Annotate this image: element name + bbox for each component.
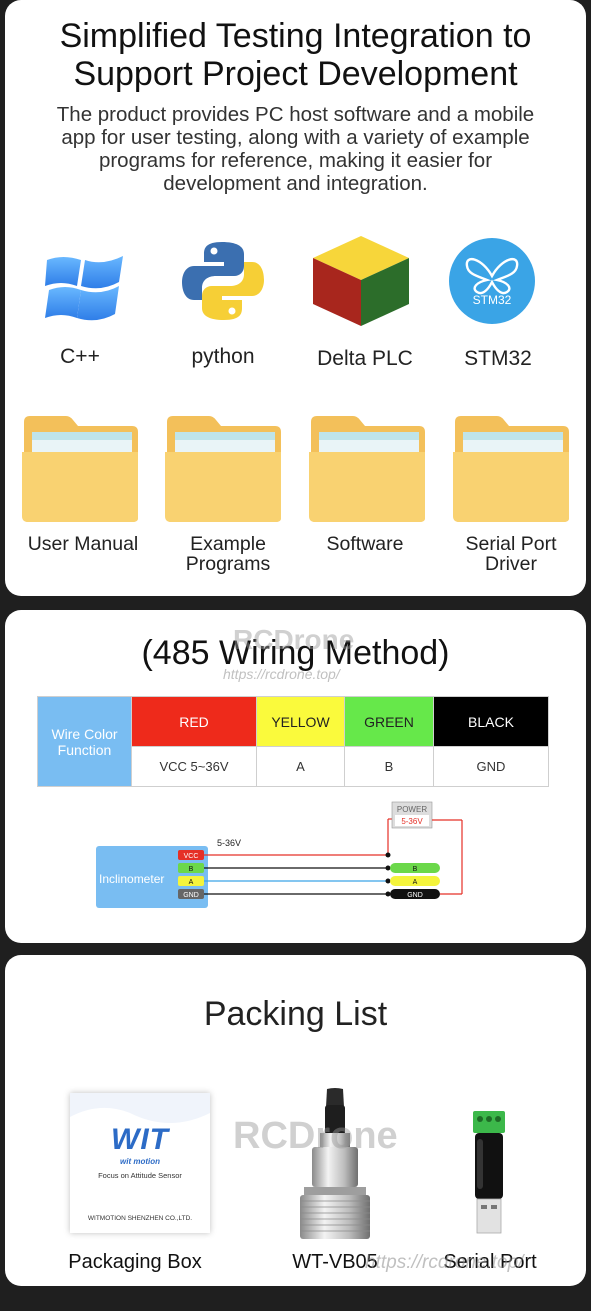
folder-label-example-programs-1: Example (190, 533, 266, 555)
wiring-diagram: Inclinometer VCC B A GND 5-36V B A GND P… (96, 801, 463, 908)
platform-label-cpp: C++ (60, 345, 100, 368)
integration-desc-line3: programs for reference, making it easier… (98, 149, 493, 172)
windows-logo-icon (45, 256, 123, 321)
watermark-brand: RCDrone (233, 624, 355, 655)
box-company: WITMOTION SHENZHEN CO.,LTD. (87, 1215, 193, 1222)
box-tagline: Focus on Attitude Sensor (98, 1171, 182, 1180)
folder-label-example-programs-2: Programs (185, 553, 271, 575)
box-brand-logo: WIT (111, 1123, 169, 1156)
box-brand-sub: wit motion (120, 1157, 160, 1166)
right-pin-gnd: GND (407, 892, 423, 899)
folder-icon (453, 416, 569, 522)
pin-b-label: B (189, 866, 194, 873)
folder-label-software: Software (326, 533, 404, 555)
integration-title-line2: Support Project Development (73, 55, 518, 93)
wire-color-table: Wire Color Function RED YELLOW GREEN BLA… (37, 696, 549, 787)
wire-color-yellow: YELLOW (256, 696, 345, 747)
integration-panel: Simplified Testing Integration to Suppor… (5, 0, 586, 596)
integration-desc-line4: development and integration. (163, 172, 428, 195)
right-pin-b: B (413, 866, 418, 873)
python-logo-icon (182, 242, 264, 320)
packing-title: Packing List (203, 995, 388, 1033)
folder-icon (309, 416, 425, 522)
wire-function-b: B (344, 746, 434, 787)
wire-color-red: RED (131, 696, 257, 747)
watermark-url-2: https://rcdrone.top/ (365, 1252, 524, 1273)
wire-table-header: Wire Color Function (37, 696, 132, 787)
folder-icon (165, 416, 281, 522)
folder-label-serial-port-driver-1: Serial Port (465, 533, 557, 555)
box-pattern-icon (70, 1093, 210, 1123)
platform-label-stm32: STM32 (464, 347, 532, 370)
integration-desc-line2: app for user testing, along with a varie… (61, 126, 530, 149)
pin-vcc-label: VCC (184, 853, 199, 860)
voltage-label: 5-36V (217, 838, 241, 848)
wire-color-black: BLACK (433, 696, 549, 747)
packing-item-label-box: Packaging Box (68, 1251, 202, 1273)
delta-plc-cube-icon (313, 236, 409, 326)
serial-port-adapter-image (473, 1111, 505, 1234)
packing-panel: Packing List WIT wit motion Focus on Att… (5, 955, 586, 1286)
right-pin-a: A (413, 879, 418, 886)
stm32-badge-text: STM32 (473, 293, 512, 307)
folder-label-user-manual: User Manual (27, 533, 139, 555)
wiring-panel: (485 Wiring Method) RCDrone https://rcdr… (5, 610, 586, 943)
folder-icon (22, 416, 138, 522)
wire-table-header-line2: Function (57, 741, 112, 758)
wire-color-green: GREEN (344, 696, 434, 747)
folder-label-serial-port-driver-2: Driver (485, 553, 537, 575)
power-range: 5-36V (401, 817, 423, 826)
platform-label-python: python (191, 345, 255, 368)
watermark-brand-2: RCDrone (233, 1115, 398, 1157)
watermark-url: https://rcdrone.top/ (223, 666, 340, 682)
integration-desc-line1: The product provides PC host software an… (56, 103, 535, 126)
wire-table-header-line1: Wire Color (51, 725, 118, 742)
platform-label-delta-plc: Delta PLC (317, 347, 413, 370)
wire-function-gnd: GND (433, 746, 549, 787)
power-label: POWER (397, 805, 427, 814)
wire-function-vcc: VCC 5~36V (131, 746, 257, 787)
wire-function-a: A (256, 746, 345, 787)
pin-gnd-label: GND (183, 892, 199, 899)
packing-item-label-sensor: WT-VB05 (292, 1251, 378, 1273)
integration-title-line1: Simplified Testing Integration to (59, 17, 532, 55)
packing-item-label-serial: Serial Port (443, 1251, 537, 1273)
vibration-sensor-image (300, 1088, 370, 1239)
pin-a-label: A (189, 879, 194, 886)
packaging-box-image: WIT wit motion Focus on Attitude Sensor … (70, 1093, 210, 1233)
wiring-title: (485 Wiring Method) (141, 634, 450, 672)
inclinometer-label: Inclinometer (99, 872, 164, 886)
stm32-butterfly-icon: STM32 (449, 238, 535, 324)
